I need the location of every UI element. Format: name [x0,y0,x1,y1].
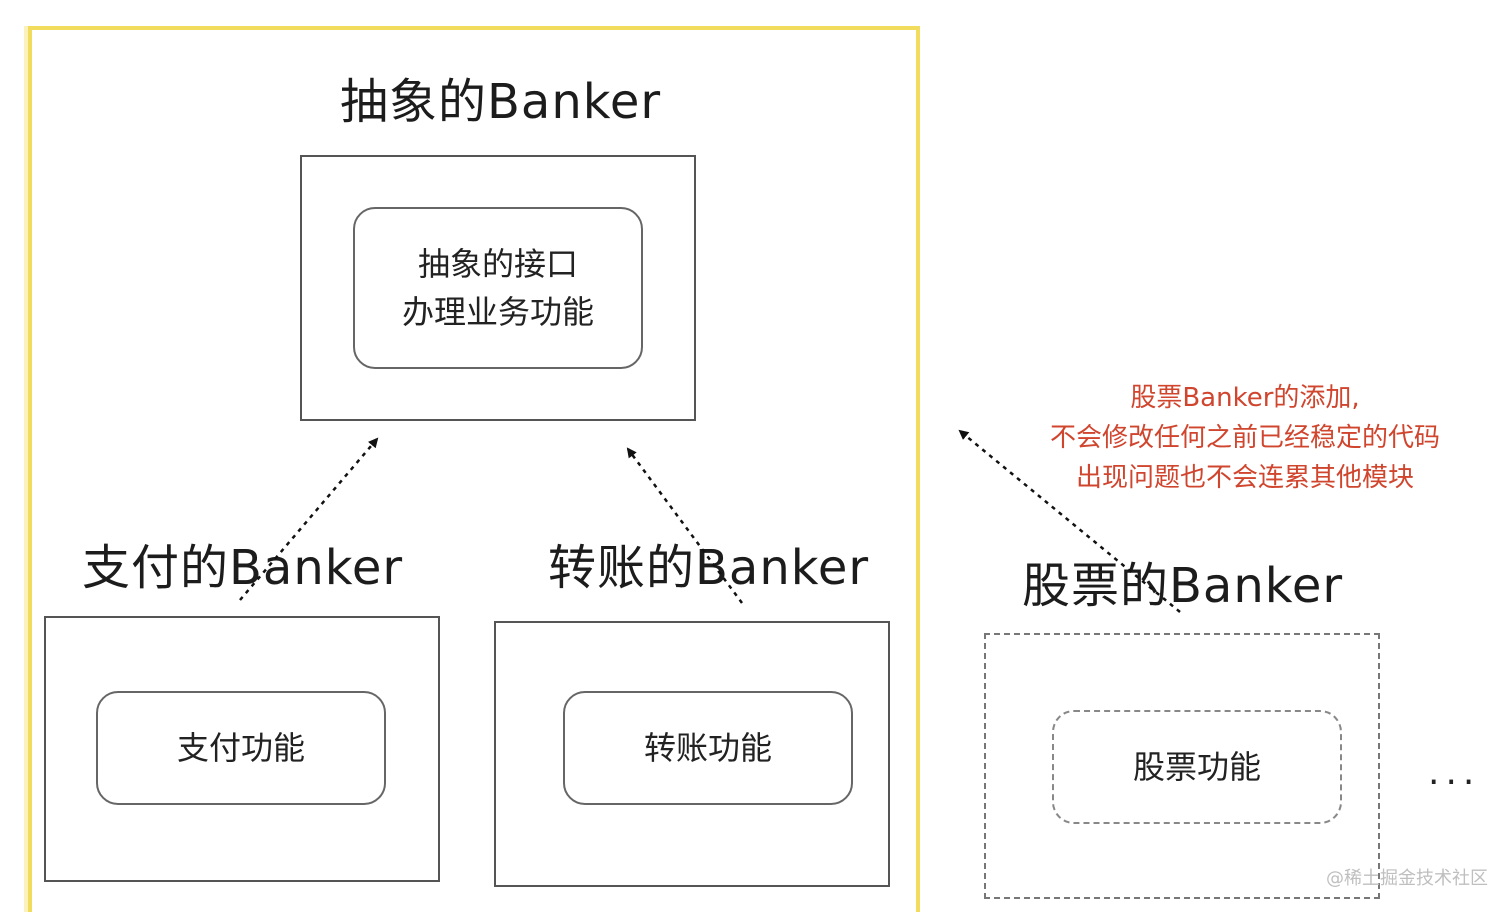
transfer-banker-box [494,621,890,887]
pay-function-box: 支付功能 [96,691,386,805]
stock-addition-note: 股票Banker的添加, 不会修改任何之前已经稳定的代码 出现问题也不会连累其他… [1020,378,1470,498]
more-ellipsis: ... [1428,752,1481,793]
stock-banker-heading: 股票的Banker [1022,558,1344,614]
note-line-1: 股票Banker的添加, [1130,383,1360,413]
transfer-function-box: 转账功能 [563,691,853,805]
watermark: @稀土掘金技术社区 [1326,868,1488,889]
note-line-2: 不会修改任何之前已经稳定的代码 [1049,423,1440,453]
transfer-function-label: 转账功能 [643,729,772,767]
abstract-interface-label: 抽象的接口 [417,245,578,283]
pay-banker-box [44,616,440,882]
stock-function-label: 股票功能 [1132,748,1261,786]
frame-shadow [24,26,30,912]
note-line-3: 出现问题也不会连累其他模块 [1075,463,1414,493]
transfer-banker-heading: 转账的Banker [548,540,870,596]
pay-banker-heading: 支付的Banker [82,540,404,596]
abstract-banker-heading: 抽象的Banker [340,74,662,130]
stock-function-box: 股票功能 [1052,710,1342,824]
abstract-interface-box: 抽象的接口 办理业务功能 [353,207,643,369]
pay-function-label: 支付功能 [176,729,305,767]
stock-banker-box [984,633,1380,899]
stable-modules-frame [28,26,920,912]
abstract-interface-sublabel: 办理业务功能 [401,293,594,331]
abstract-banker-box [300,155,696,421]
